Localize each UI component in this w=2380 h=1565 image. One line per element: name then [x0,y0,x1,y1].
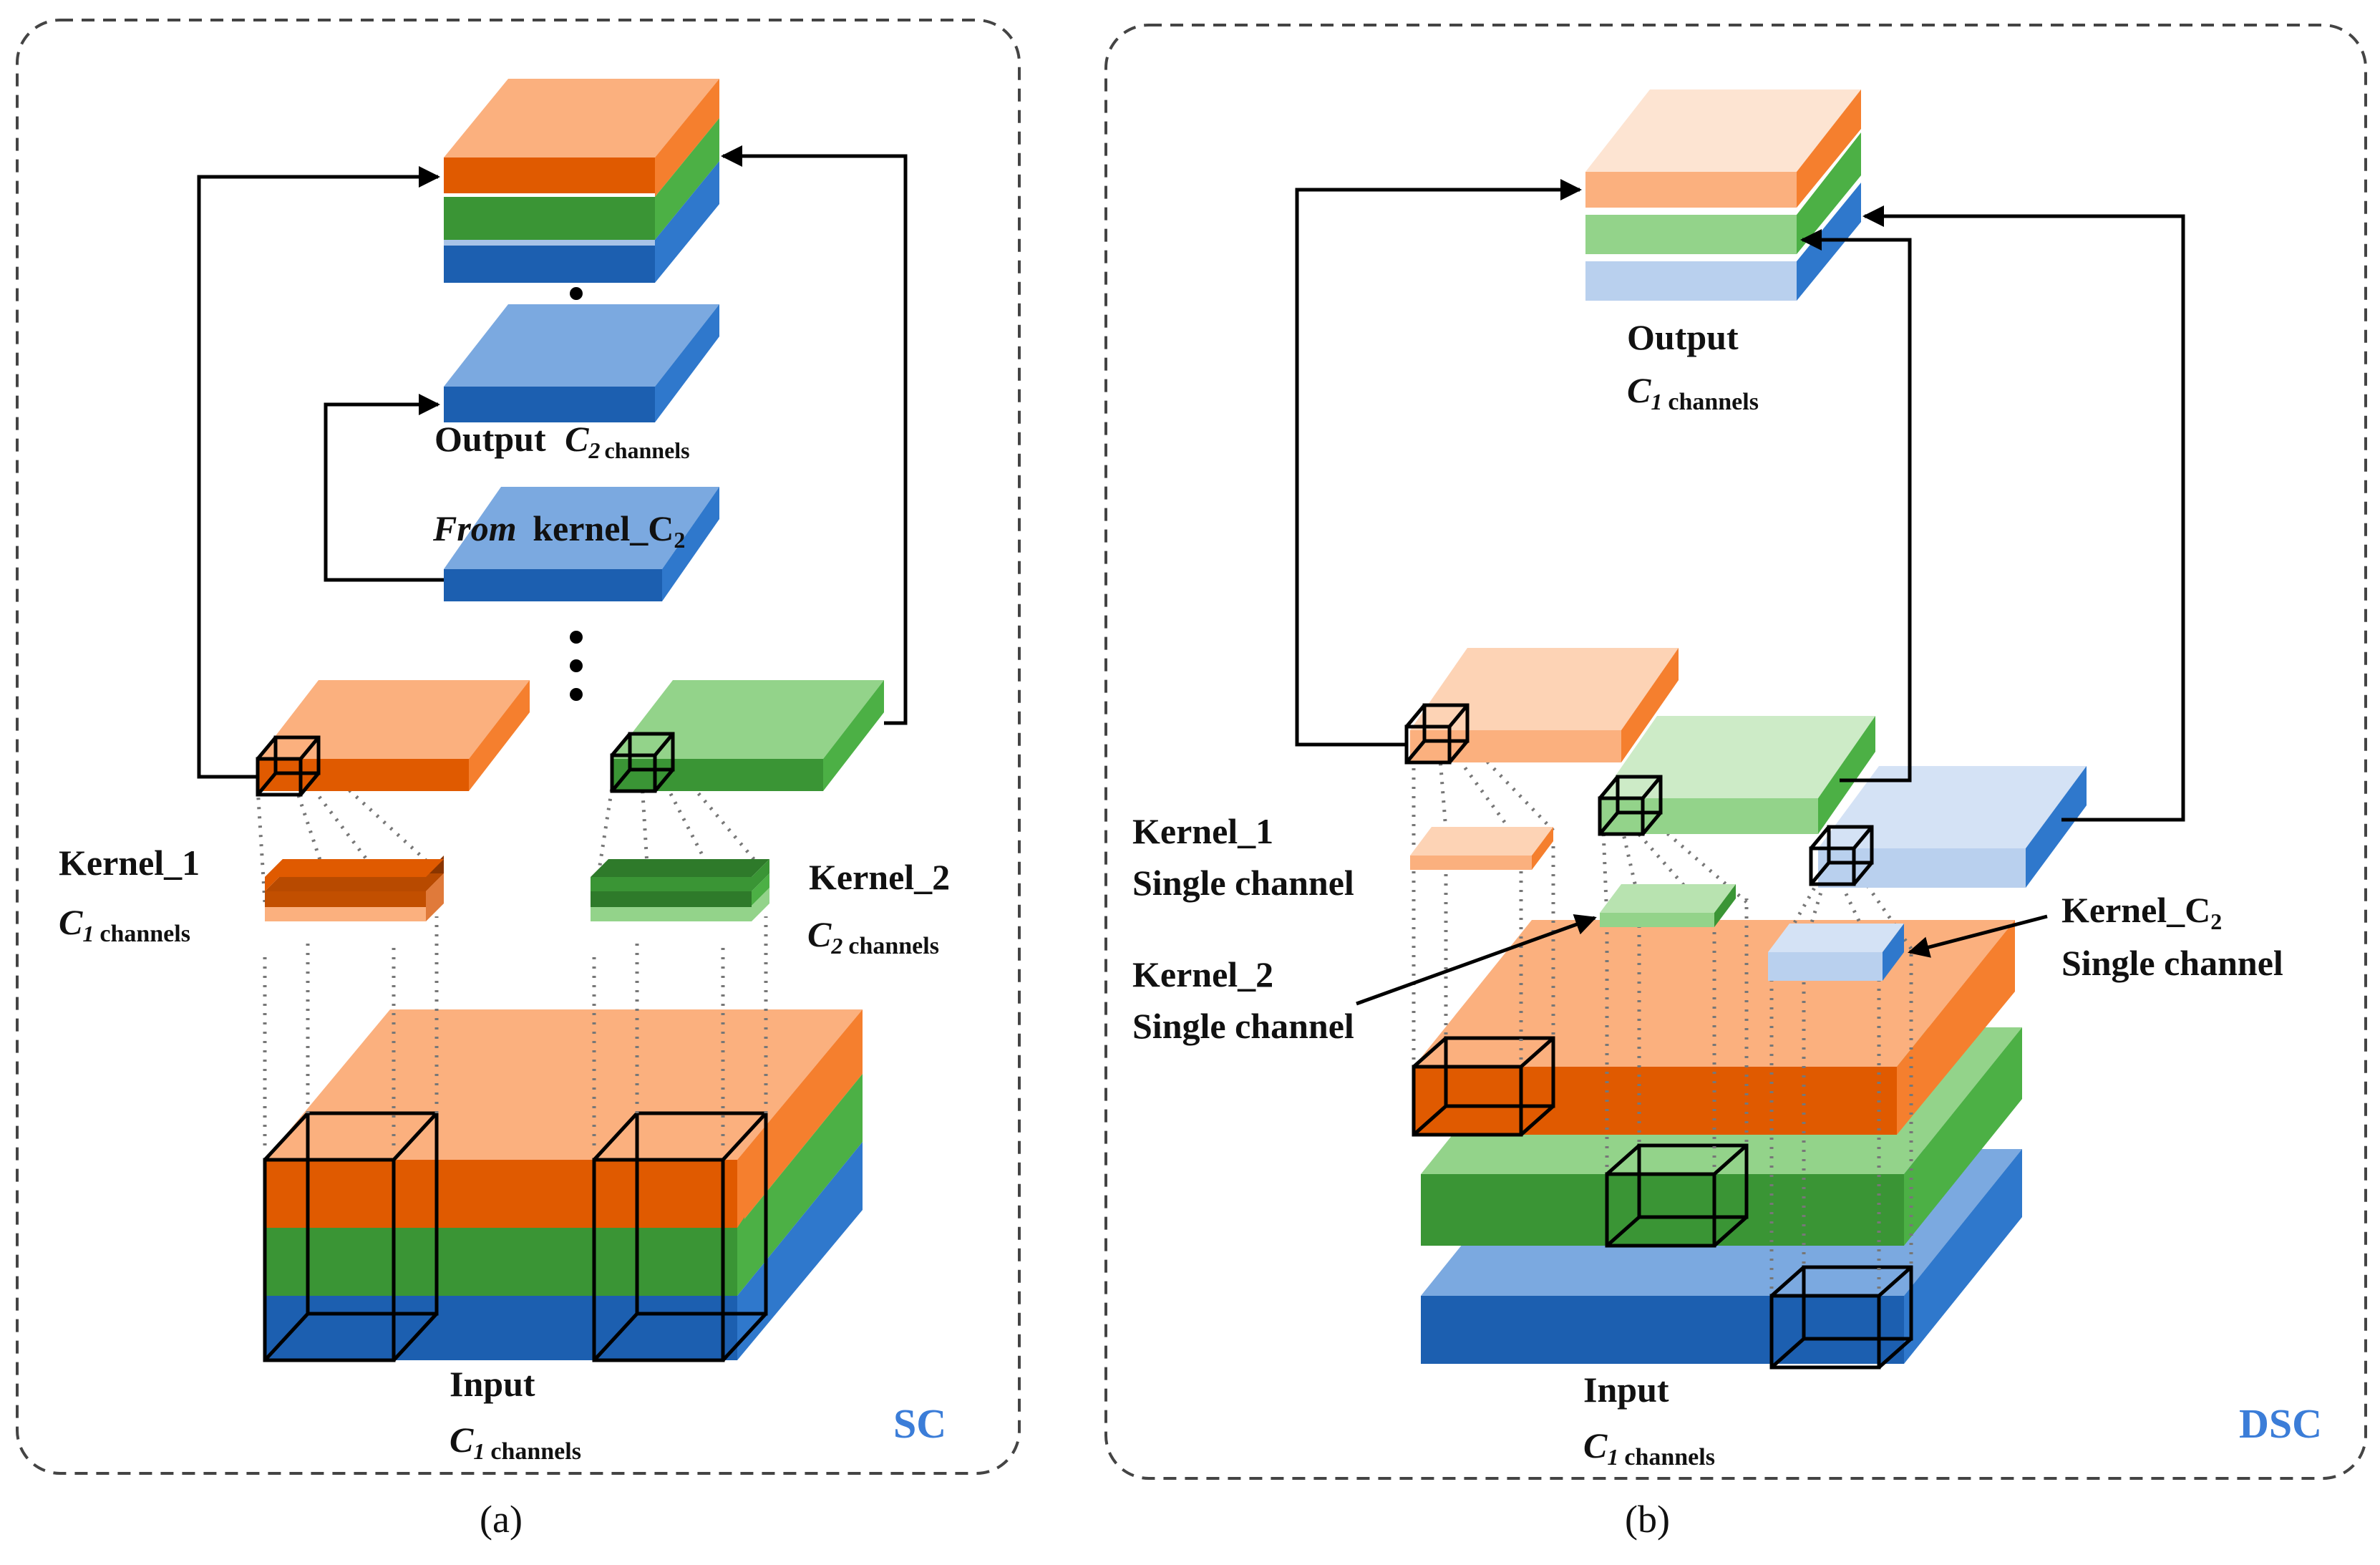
kernel-1-stack [265,856,444,921]
small-kernel-cube-b3 [1809,825,1874,886]
output-label-b: Output [1627,317,1739,357]
kernel2-label-b: Kernel_2 [1132,954,1273,994]
dsc-tag: DSC [2239,1400,2322,1447]
kernel-1-single [1410,827,1553,870]
feature-sheet-blue-from [444,487,719,601]
output-stack-b [1585,89,1861,301]
kernel1-label-b: Kernel_1 [1132,811,1273,851]
kernelc-label-b: Kernel_C2 [2061,890,2222,934]
feature-sheet-green-b [1600,716,1875,834]
arrows-b [1295,179,2185,1006]
input-kernel-box-b2 [1605,1143,1749,1248]
caption-b: (b) [1625,1498,1670,1541]
feature-sheet-blue-b [1818,766,2087,888]
caption-a: (a) [480,1498,523,1541]
feature-sheet-orange-a [258,680,530,791]
input-kernel-box-2 [592,1111,768,1362]
kernel1-desc-b: Single channel [1132,863,1354,903]
output-sheet-blue [444,304,719,422]
kernel2-desc-b: Single channel [1132,1006,1354,1046]
input-kernel-box-1 [263,1111,439,1362]
input-label-b: Input [1583,1370,1669,1410]
from-kernel-label: From kernel_C2 [432,508,685,553]
small-kernel-cube-2 [610,732,675,793]
sc-tag: SC [893,1400,946,1447]
feature-sheet-green-a [612,680,884,791]
panel-a-border [16,19,1021,1475]
panel-b-border [1104,24,2367,1480]
kernelc-desc-b: Single channel [2061,943,2283,983]
small-kernel-cube-b2 [1598,775,1663,836]
input-block-a [265,1009,863,1360]
kernel1-label-a: Kernel_1 [59,843,200,883]
kernel-c-single [1768,924,1904,981]
kernel-2-single [1600,884,1736,927]
input-kernel-box-b3 [1769,1265,1913,1370]
input-kernel-box-b1 [1412,1036,1555,1137]
input-label-a: Input [450,1364,535,1404]
arrows-a [197,145,908,779]
output-stack-a [444,79,719,283]
kernel-2-stack [591,859,769,921]
small-kernel-cube-b1 [1404,703,1470,765]
kernel2-label-a: Kernel_2 [809,857,950,897]
feature-sheet-orange-b [1410,648,1679,762]
